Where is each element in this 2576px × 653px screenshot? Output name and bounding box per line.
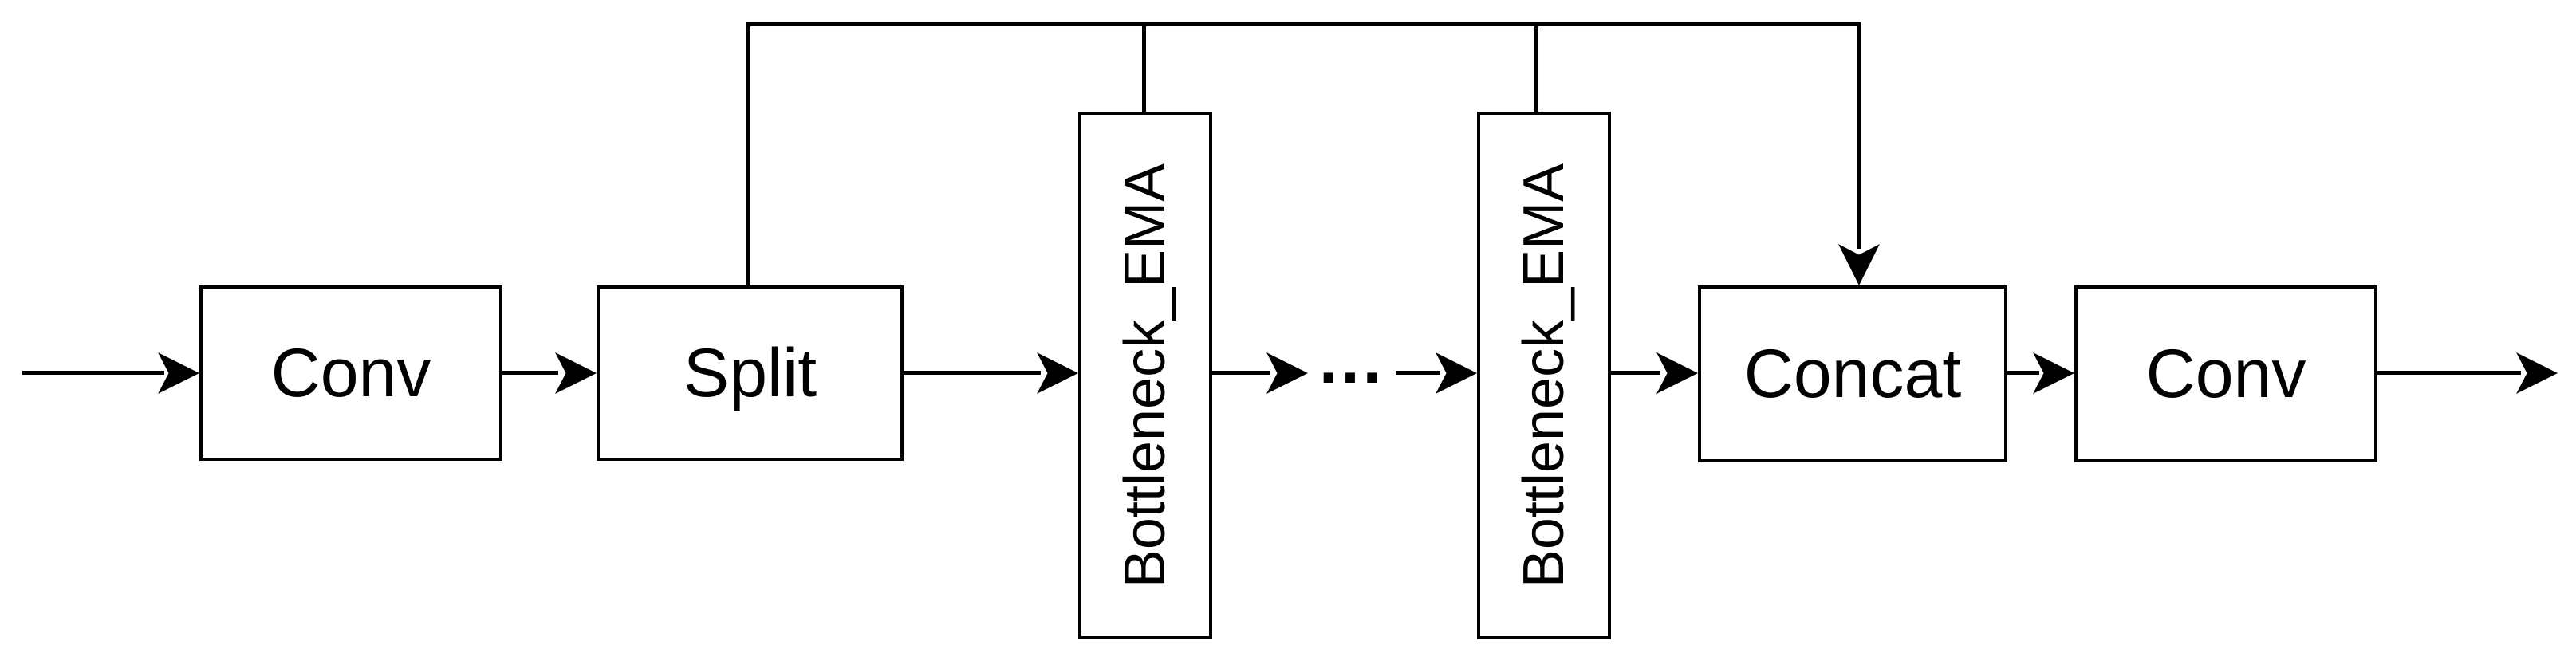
arrowhead-right-icon (1656, 352, 1698, 394)
edge-conv-to-split (502, 371, 558, 375)
arrowhead-right-icon (1037, 352, 1078, 394)
arrowhead-right-icon (2516, 352, 2558, 394)
edge-top-rail (746, 22, 1861, 26)
edge-top-rail-to-bottleneck-1 (1142, 24, 1146, 113)
edge-bottleneck-1-to-ellipsis (1212, 371, 1270, 375)
arrowhead-down-icon (1838, 244, 1880, 285)
edge-ellipsis-to-bottleneck-2 (1396, 371, 1440, 375)
node-conv-input: Conv (199, 285, 502, 461)
edge-split-to-bottleneck-1 (904, 371, 1041, 375)
edge-top-rail-to-bottleneck-2 (1534, 24, 1538, 113)
node-split-label: Split (683, 335, 817, 411)
node-conv-output: Conv (2074, 285, 2377, 462)
node-concat: Concat (1698, 285, 2007, 462)
node-concat-label: Concat (1743, 336, 1962, 412)
node-bottleneck-ema-2-label: Bottleneck_EMA (1512, 163, 1577, 588)
arrowhead-right-icon (555, 352, 597, 394)
node-conv-output-label: Conv (2145, 336, 2306, 412)
arrowhead-right-icon (1436, 352, 1477, 394)
node-bottleneck-ema-2: Bottleneck_EMA (1477, 112, 1611, 639)
edge-concat-to-conv (2007, 371, 2039, 375)
edge-split-to-top-rail (746, 24, 750, 287)
node-split: Split (597, 285, 904, 461)
edge-bottleneck-2-to-concat (1611, 371, 1660, 375)
node-bottleneck-ema-1-label: Bottleneck_EMA (1113, 163, 1178, 588)
arrowhead-right-icon (1266, 352, 1308, 394)
node-bottleneck-ema-1: Bottleneck_EMA (1078, 112, 1212, 639)
edge-input-to-conv (22, 371, 164, 375)
ellipsis-label: ... (1318, 322, 1385, 397)
edge-top-rail-to-concat (1857, 24, 1861, 249)
edge-conv-to-output (2377, 371, 2521, 375)
node-conv-input-label: Conv (270, 335, 431, 411)
